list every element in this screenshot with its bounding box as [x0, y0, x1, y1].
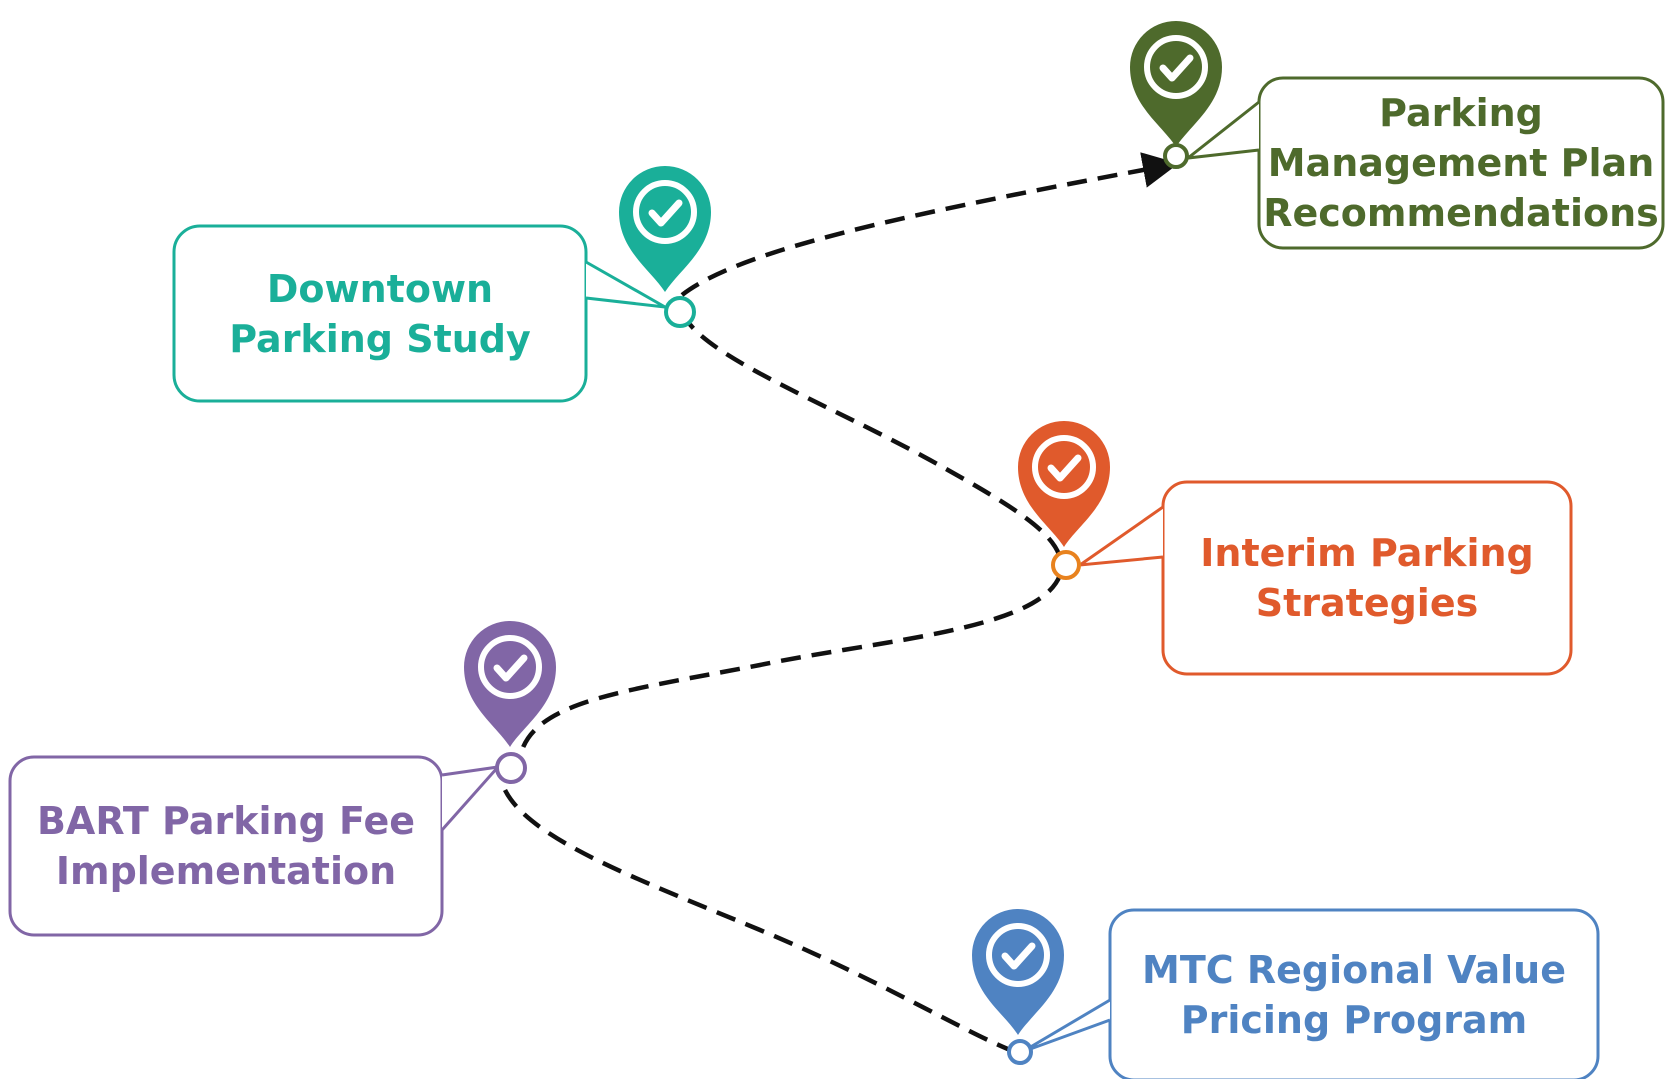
- pin-mtc: [972, 909, 1064, 1035]
- marker-pmp: [1163, 143, 1189, 169]
- route-segment-downtown-to-pmp: [680, 152, 1179, 297]
- check-icon: [1047, 454, 1082, 482]
- check-icon: [493, 654, 528, 682]
- pin-pmp: [1130, 21, 1222, 147]
- callout-pmp: [1182, 76, 1665, 250]
- pin-downtown: [619, 166, 711, 292]
- callout-bart: [8, 755, 502, 937]
- route-segment-bart-to-mtc: [502, 788, 1016, 1055]
- route-segment-interim-to-bart: [519, 574, 1063, 751]
- pin-bart: [464, 621, 556, 747]
- check-icon: [1159, 54, 1194, 82]
- marker-bart: [495, 752, 527, 784]
- check-icon: [648, 199, 683, 227]
- marker-mtc: [1007, 1039, 1033, 1065]
- marker-interim: [1051, 550, 1081, 580]
- callout-interim: [1074, 480, 1573, 676]
- callout-downtown: [172, 224, 666, 403]
- check-icon: [1001, 942, 1036, 970]
- marker-downtown: [664, 296, 696, 328]
- pin-interim: [1018, 421, 1110, 547]
- callout-mtc: [1021, 908, 1600, 1079]
- route-segment-downtown-to-interim: [679, 311, 1064, 576]
